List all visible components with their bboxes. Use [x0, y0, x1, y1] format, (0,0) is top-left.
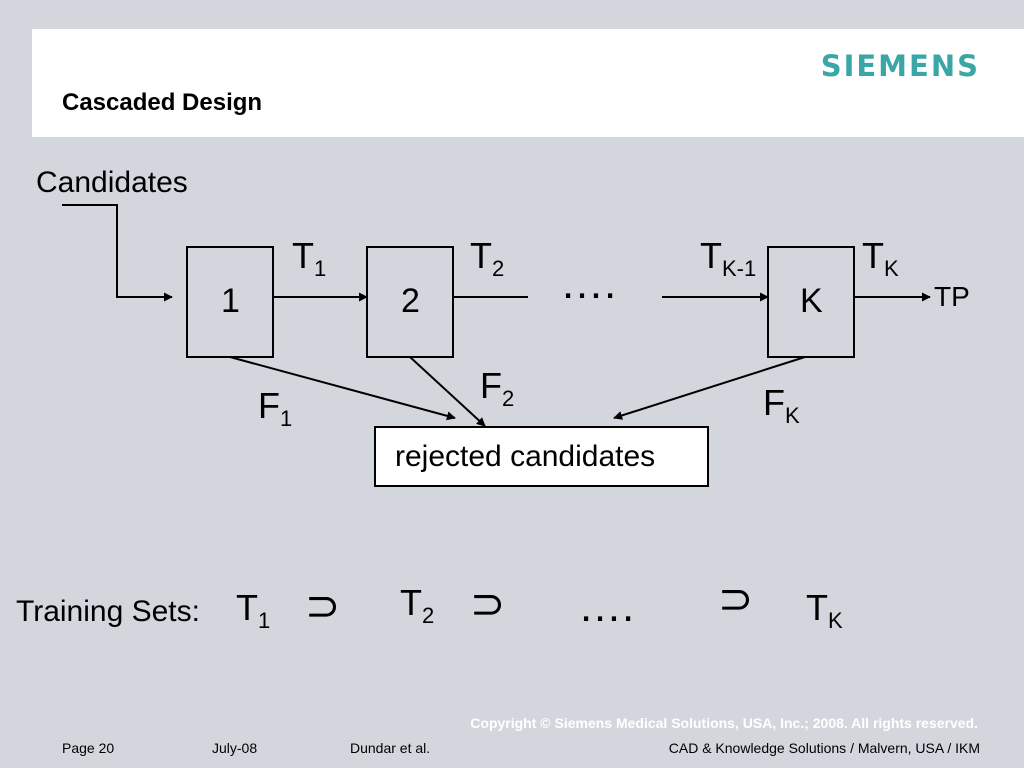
training-t2: T2	[400, 582, 435, 628]
stage-box-2	[366, 246, 454, 358]
diagram-ellipsis: ….	[560, 259, 617, 308]
stage-1-label: 1	[221, 282, 240, 320]
superset-symbol-2: ⊃	[470, 580, 506, 627]
fail-label-1: F1	[258, 385, 293, 431]
slide-header: SIEMENS Cascaded Design	[32, 29, 1024, 137]
candidates-label: Candidates	[36, 166, 188, 199]
rejected-candidates-label: rejected candidates	[395, 440, 656, 473]
training-tk: TK	[806, 587, 843, 633]
reject-arrow-k	[613, 356, 806, 420]
tp-label: TP	[934, 281, 970, 312]
training-ellipsis: ….	[578, 582, 635, 631]
pass-label-2: T2	[470, 235, 505, 281]
training-t1: T1	[236, 587, 271, 633]
stage-box-1	[186, 246, 274, 358]
stage-box-k	[767, 246, 855, 358]
copyright-text: Copyright © Siemens Medical Solutions, U…	[470, 715, 978, 731]
page-number: Page 20	[62, 740, 115, 756]
footer-author: Dundar et al.	[350, 740, 431, 756]
reject-arrow-2	[409, 356, 486, 427]
stage-2-label: 2	[401, 282, 420, 320]
superset-symbol-1: ⊃	[305, 582, 341, 629]
pass-label-1: T1	[292, 235, 327, 281]
footer-date: July-08	[212, 740, 258, 756]
rejected-box	[374, 426, 709, 487]
pass-label-k-1: TK-1	[700, 235, 757, 281]
footer-department: CAD & Knowledge Solutions / Malvern, USA…	[668, 740, 980, 756]
fail-label-k: FK	[763, 382, 800, 428]
reject-arrow-1	[229, 356, 456, 421]
pass-label-k: TK	[862, 235, 899, 281]
slide-title: Cascaded Design	[62, 89, 263, 116]
training-sets-label: Training Sets:	[16, 595, 200, 628]
fail-label-2: F2	[480, 365, 515, 411]
superset-symbol-3: ⊃	[718, 575, 754, 622]
stage-k-label: K	[800, 282, 823, 320]
siemens-logo: SIEMENS	[820, 49, 980, 83]
input-arrow	[62, 204, 173, 302]
